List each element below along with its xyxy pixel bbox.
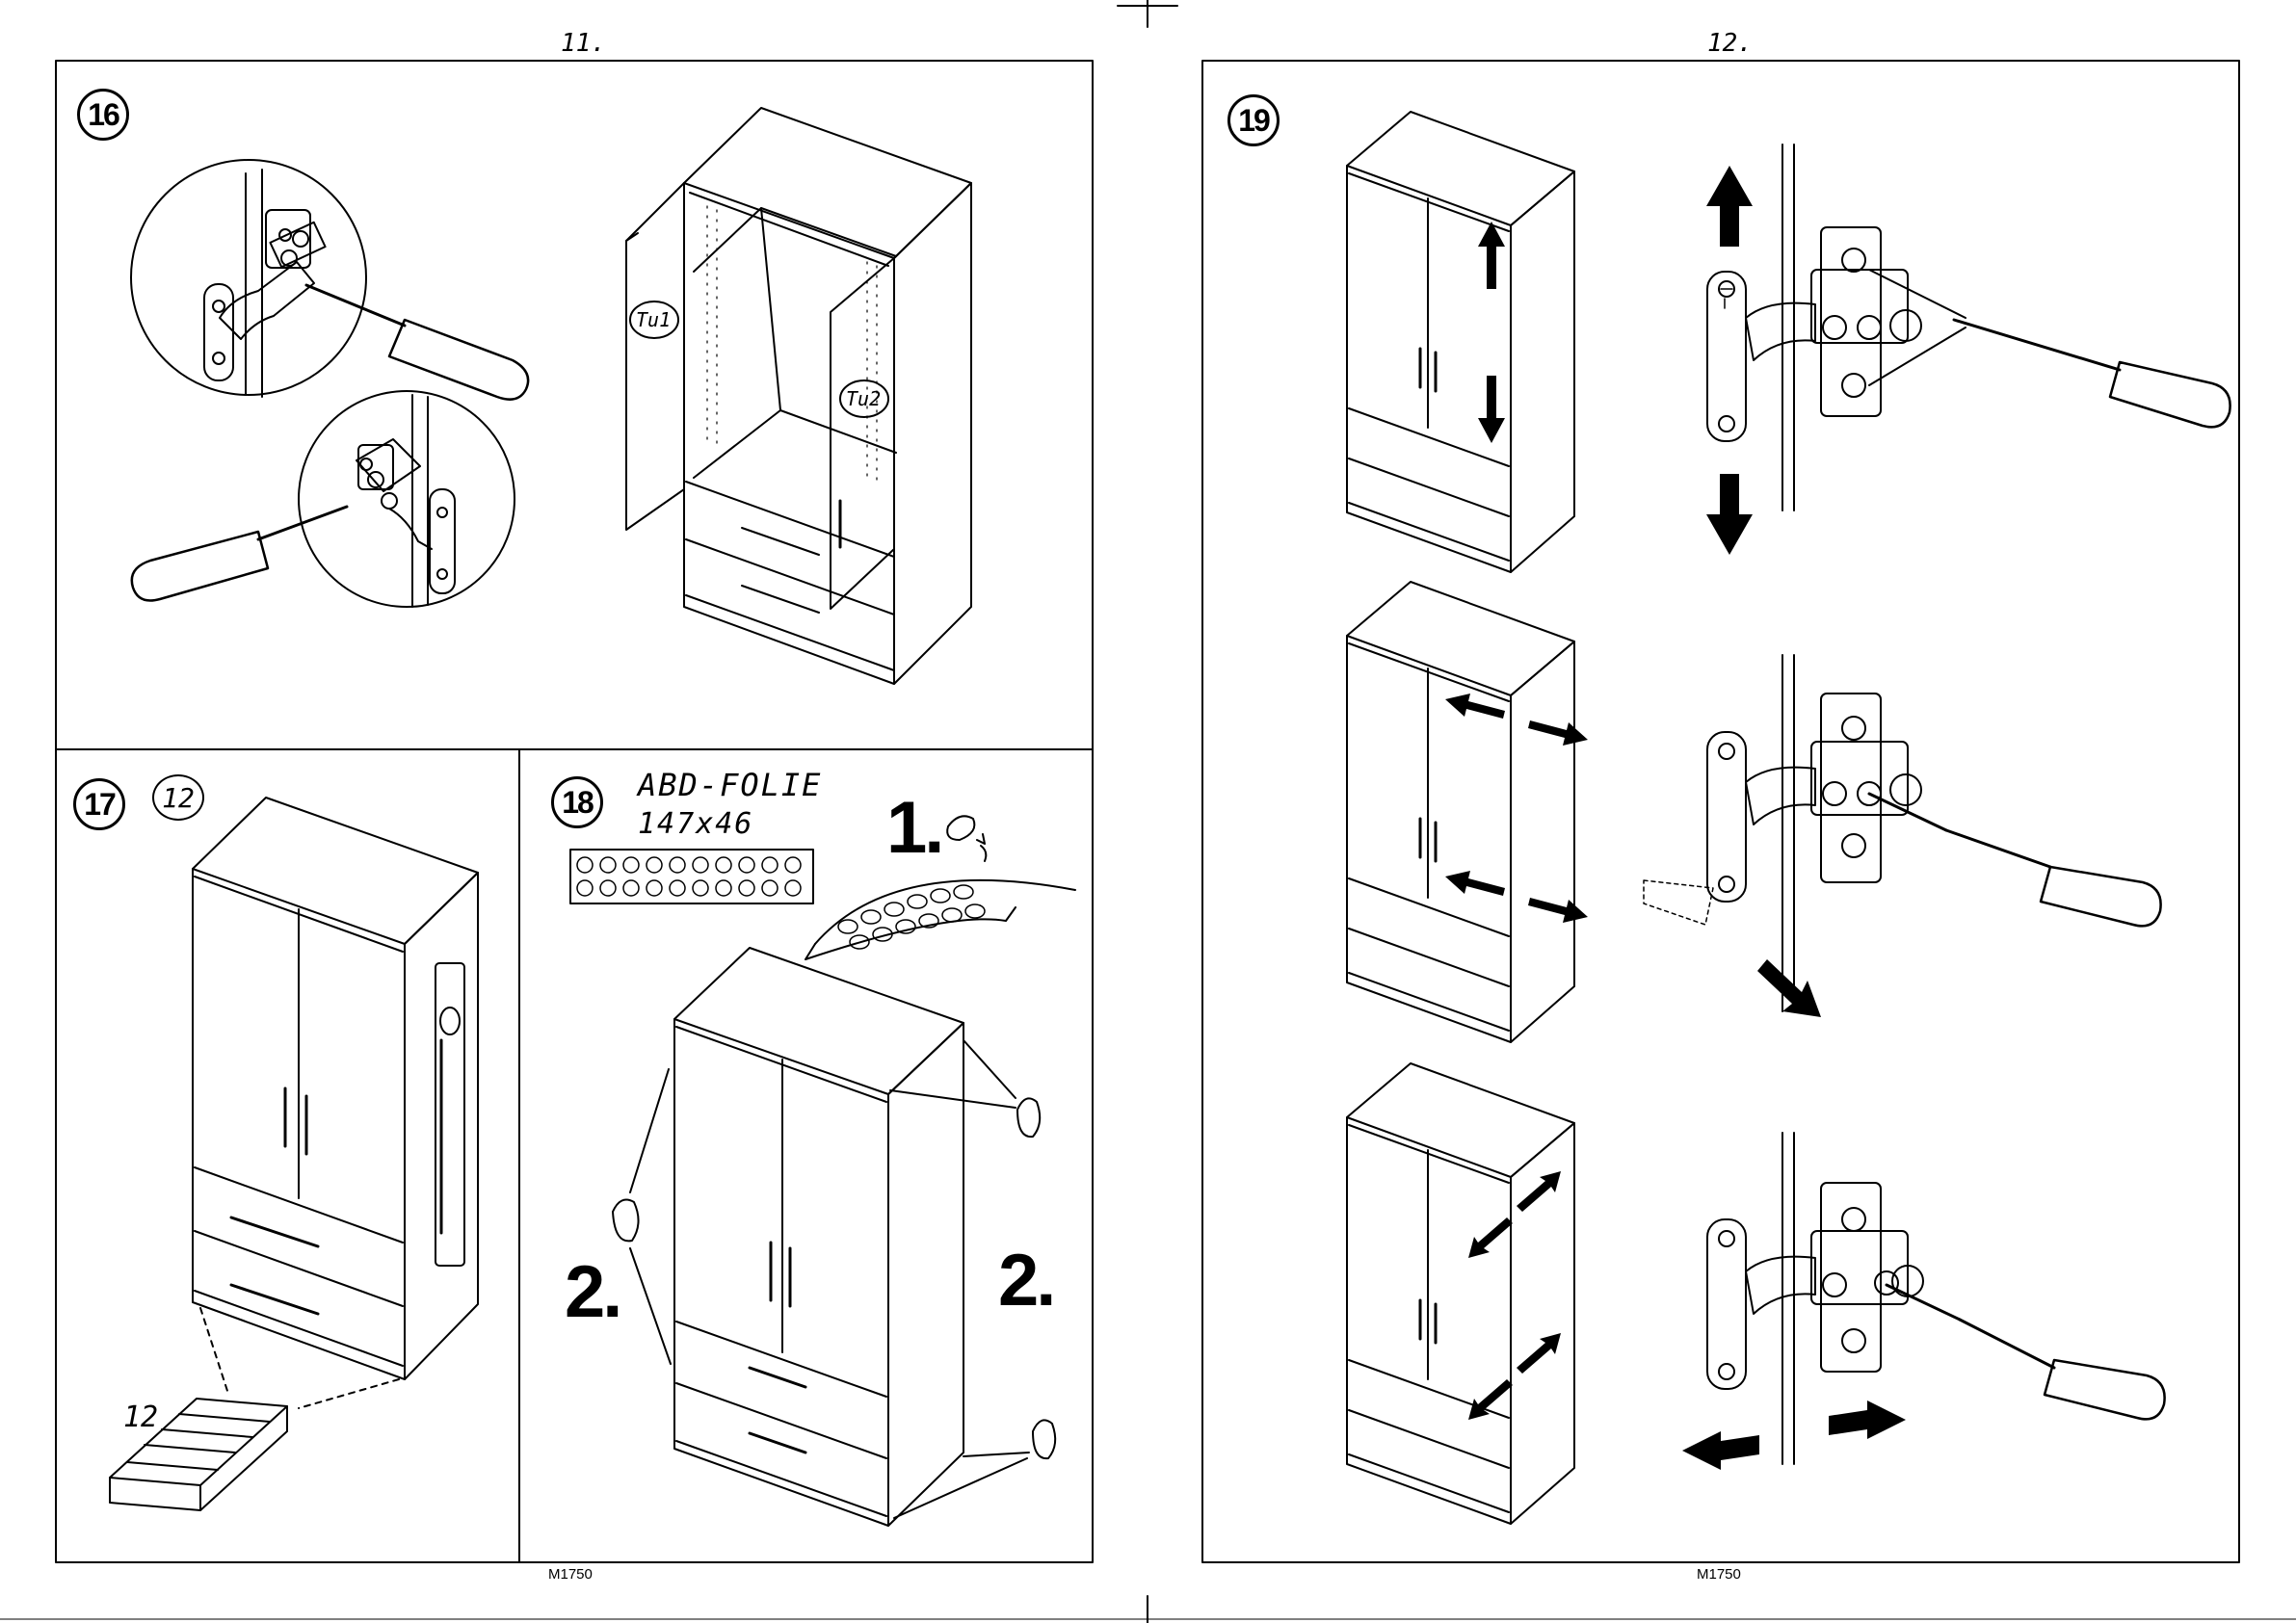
step19-wardrobe-3 [1347,1063,1574,1524]
sub-step-1: 1. [886,786,941,870]
door-label-tu1: Tu1 [636,308,671,331]
step19-arrows-horizontal-small [1445,694,1588,923]
step19-wardrobe-1 [1347,112,1574,572]
step19-hinge-1 [1707,144,2230,510]
step19-arrows-vertical-small [1478,222,1505,443]
step16-hinge-detail-bottom [132,391,515,607]
step-19-badge: 19 [1227,94,1280,146]
step-18-badge: 18 [551,776,603,828]
step16-hinge-detail-top [131,160,528,400]
sub-step-2-left: 2. [565,1250,620,1334]
foil-name: ABD-FOLIE [638,767,822,803]
step-16-badge: 16 [77,89,129,141]
step17-wardrobe-closed [110,798,478,1510]
step19-arrow-diagonal-down [1757,959,1821,1017]
foil-size: 147x46 [638,807,753,841]
step19-wardrobe-2 [1347,582,1574,1042]
step19-hinge-2 [1644,655,2161,1011]
step19-hinge-3 [1707,1133,2165,1464]
step16-wardrobe-open [626,108,971,684]
step19-arrows-diagonal-small [1468,1171,1561,1420]
sub-step-2-right: 2. [998,1239,1053,1322]
pad-count-label: 12 [123,1400,158,1434]
panel-frames [56,61,2239,1562]
step-17-badge: 17 [73,778,125,830]
door-label-tu2: Tu2 [846,387,881,410]
part-12-badge: 12 [152,774,204,821]
step18-wardrobe-front [613,948,1055,1526]
step18-foil-sheet-flat [570,850,813,903]
